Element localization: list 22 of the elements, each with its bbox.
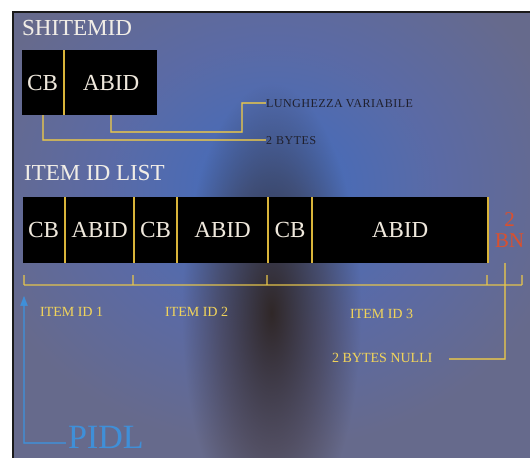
field-cell: ABID bbox=[176, 197, 267, 263]
null-bytes-cell: 2 BN bbox=[487, 197, 530, 263]
leader-line bbox=[449, 263, 506, 360]
field-cell: CB bbox=[133, 197, 176, 263]
field-cell: ABID bbox=[311, 197, 487, 263]
leader-line bbox=[42, 115, 266, 141]
note-text: LUNGHEZZA VARIABILE bbox=[266, 94, 466, 112]
field-cell: CB bbox=[23, 197, 64, 263]
field-cell: ABID bbox=[63, 50, 157, 115]
leader-line bbox=[110, 102, 266, 133]
item-label: ITEM ID 3 bbox=[350, 307, 413, 323]
item-label: ITEM ID 2 bbox=[165, 305, 228, 321]
note-text: 2 BYTES NULLI bbox=[332, 349, 447, 369]
note-text: 2 BYTES bbox=[266, 131, 356, 149]
field-cell: CB bbox=[22, 50, 63, 115]
section-heading: ITEM ID LIST bbox=[24, 160, 165, 186]
field-cell: ABID bbox=[64, 197, 133, 263]
arrow bbox=[20, 296, 66, 444]
pidl-label: PIDL bbox=[68, 420, 148, 456]
item-label: ITEM ID 1 bbox=[40, 305, 103, 321]
field-cell: CB bbox=[267, 197, 311, 263]
section-heading: SHITEMID bbox=[22, 15, 132, 41]
